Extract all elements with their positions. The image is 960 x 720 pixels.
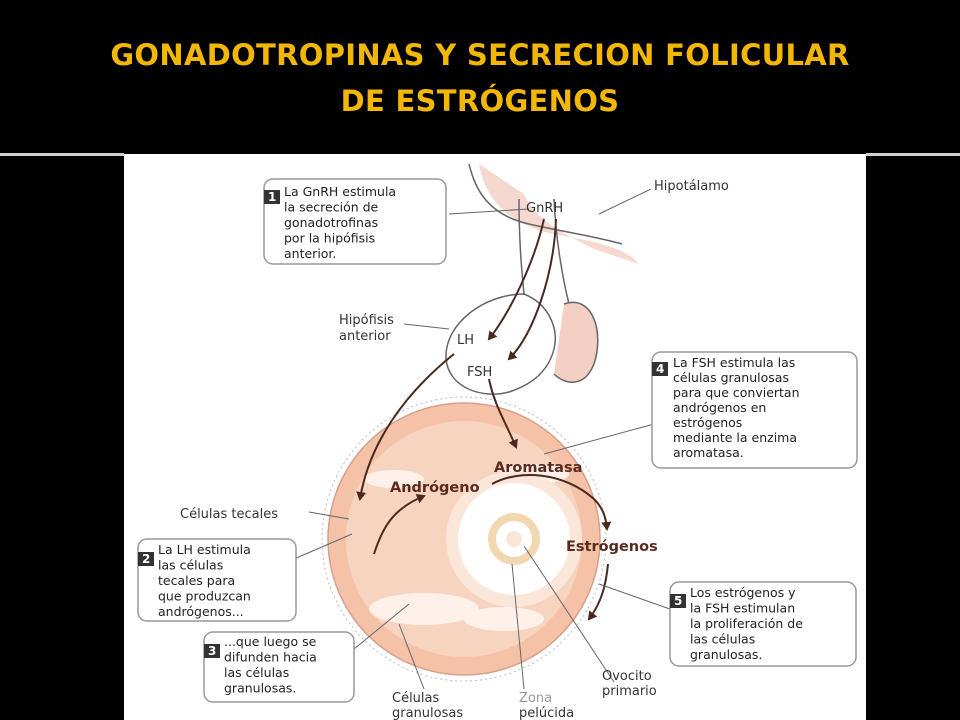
label-zona-1: Zona	[519, 691, 552, 706]
arrow-gnrh-lh	[487, 218, 545, 341]
follicle	[321, 396, 607, 682]
leader-box1	[448, 208, 530, 215]
arrow-estrogenos-granulosa	[587, 563, 609, 621]
leader-granulosas	[398, 623, 425, 690]
leader-ovocito	[523, 545, 615, 683]
arrow-lh-theca	[356, 353, 455, 501]
step-4-number: 4	[656, 362, 664, 376]
granulosa-patch-4	[364, 470, 424, 488]
anterior-pituitary	[445, 293, 556, 395]
label-granulosas-1: Células	[392, 691, 440, 706]
granulosa-patch-2	[464, 607, 544, 631]
label-zona-2: pelúcida	[519, 706, 574, 720]
label-lh: LH	[457, 333, 474, 348]
divider-right	[866, 153, 960, 156]
label-hipofisis-2: anterior	[339, 329, 391, 344]
follicle-outer-dotted	[321, 396, 607, 682]
label-ovocito-1: Ovocito	[602, 669, 652, 684]
step-5-number: 5	[674, 594, 682, 608]
follicle-diagram: GnRH Hipotálamo Hipófisis anterior LH FS…	[137, 163, 858, 720]
label-ovocito-2: primario	[602, 684, 657, 699]
divider-left	[0, 153, 124, 156]
hypothalamus-outline	[468, 163, 623, 245]
leader-box4	[543, 423, 655, 455]
pituitary-stalk	[518, 198, 570, 305]
leader-box3	[353, 603, 410, 650]
label-gnrh: GnRH	[526, 201, 563, 216]
leader-hipotalamo	[598, 188, 652, 215]
slide-header: GONADOTROPINAS Y SECRECION FOLICULAR DE …	[0, 0, 960, 150]
leader-hipofisis	[403, 323, 450, 330]
leader-tecales	[308, 511, 350, 520]
label-aromatasa: Aromatasa	[494, 460, 582, 476]
oocyte-nucleus	[506, 531, 522, 547]
arrow-theca-androgeno	[373, 494, 426, 555]
label-estrogenos: Estrógenos	[566, 539, 658, 555]
label-androgeno: Andrógeno	[390, 480, 480, 496]
slide-title: GONADOTROPINAS Y SECRECION FOLICULAR DE …	[0, 32, 960, 124]
leader-zona	[511, 563, 525, 690]
arrow-androgeno-aromatasa	[491, 474, 612, 531]
label-hipotalamo: Hipotálamo	[654, 179, 729, 194]
posterior-pituitary	[553, 301, 599, 383]
hypothalamus-shape	[479, 164, 639, 264]
arrow-fsh-aromatasa	[488, 378, 518, 449]
arrow-gnrh-fsh	[507, 218, 557, 361]
label-hipofisis-1: Hipófisis	[339, 313, 394, 328]
leader-box2	[293, 533, 353, 560]
step-3-number: 3	[208, 644, 216, 658]
step-2-number: 2	[142, 552, 150, 566]
label-celulas-tecales: Células tecales	[180, 507, 278, 522]
diagram-panel: GnRH Hipotálamo Hipófisis anterior LH FS…	[124, 154, 866, 720]
title-line-2: DE ESTRÓGENOS	[340, 84, 620, 118]
step-1-number: 1	[268, 190, 276, 204]
granulosa-patch-1	[369, 593, 479, 625]
label-fsh: FSH	[467, 365, 492, 380]
title-line-1: GONADOTROPINAS Y SECRECION FOLICULAR	[110, 38, 850, 72]
label-granulosas-2: granulosas	[392, 706, 463, 720]
